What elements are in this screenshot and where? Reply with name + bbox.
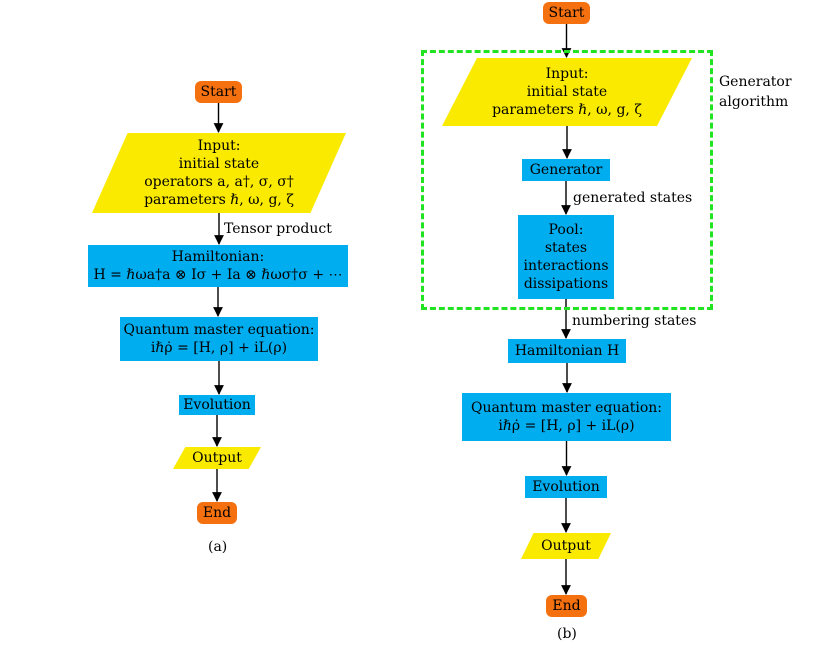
node-text-line: Output — [541, 538, 591, 554]
edge-label: generated states — [573, 190, 693, 206]
generator-process-node: Generator — [522, 159, 610, 181]
evolution-process-node: Evolution — [525, 476, 607, 498]
edge-label: Tensor product — [224, 221, 332, 237]
figure-caption: (b) — [557, 626, 577, 642]
node-text-line: parameters ℏ, ω, g, ζ — [492, 102, 642, 118]
input-io-node: Input: initial state parameters ℏ, ω, g, ζ — [442, 58, 692, 126]
node-text-line: dissipations — [523, 276, 609, 292]
node-text-line: parameters ℏ, ω, g, ζ — [144, 192, 294, 208]
hamiltonian-process-node: Hamiltonian: H = ℏωa†a ⊗ Iσ + Ia ⊗ ℏωσ†σ … — [88, 245, 348, 287]
output-io-node: Output — [173, 447, 261, 469]
evolution-process-node: Evolution — [179, 395, 255, 415]
node-text-line: End — [202, 505, 232, 521]
qme-process-node: Quantum master equation: iℏρ̇ = [H, ρ] + … — [120, 317, 318, 361]
node-text-line: Evolution — [532, 479, 600, 495]
start-terminal-node: Start — [195, 81, 242, 103]
node-text-line: H = ℏωa†a ⊗ Iσ + Ia ⊗ ℏωσ†σ + ⋯ — [93, 267, 343, 283]
edge-label: numbering states — [572, 313, 697, 329]
end-terminal-node: End — [546, 595, 587, 617]
node-text-line: initial state — [526, 84, 608, 100]
input-io-node: Input: initial state operators a, a†, σ, σ… — [92, 133, 346, 213]
node-text-line: Input: — [545, 66, 589, 82]
qme-process-node: Quantum master equation: iℏρ̇ = [H, ρ] + … — [462, 393, 671, 441]
node-text-line: End — [552, 598, 581, 614]
node-text-line: operators a, a†, σ, σ† — [144, 174, 294, 190]
output-io-node: Output — [521, 533, 611, 559]
node-text-line: Start — [548, 5, 585, 21]
node-text-line: Generator — [529, 162, 603, 178]
figure-caption: (a) — [208, 539, 228, 555]
group-label-line: Generator — [719, 74, 792, 90]
node-text-line: Evolution — [183, 397, 251, 413]
node-text-line: Input: — [197, 138, 241, 154]
pool-process-node: Pool: states interactions dissipations — [518, 215, 614, 299]
node-text-line: Quantum master equation: — [123, 322, 315, 338]
group-label: Generator algorithm — [719, 72, 792, 112]
node-text-line: Output — [192, 450, 242, 466]
node-text-line: interactions — [523, 258, 609, 274]
node-text-line: Pool: — [548, 222, 584, 238]
node-text-line: Quantum master equation: — [471, 400, 662, 416]
group-label-line: algorithm — [719, 94, 789, 110]
node-text-line: iℏρ̇ = [H, ρ] + iL(ρ) — [498, 418, 635, 434]
node-text-line: iℏρ̇ = [H, ρ] + iL(ρ) — [150, 340, 288, 356]
start-terminal-node: Start — [543, 2, 590, 24]
hamiltonian-process-node: Hamiltonian H — [508, 339, 626, 363]
node-text-line: states — [544, 240, 588, 256]
node-text-line: Start — [200, 84, 237, 100]
node-text-line: Hamiltonian H — [514, 343, 620, 359]
generator-algorithm-group — [421, 50, 713, 310]
node-text-line: Hamiltonian: — [171, 249, 265, 265]
node-text-line: initial state — [178, 156, 260, 172]
end-terminal-node: End — [197, 502, 237, 524]
